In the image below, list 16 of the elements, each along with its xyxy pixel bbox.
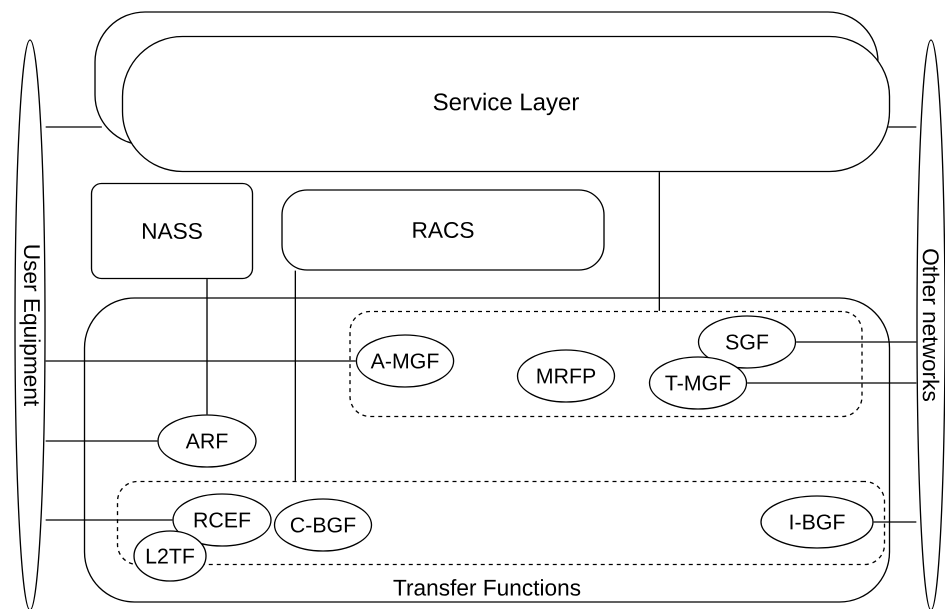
connector-line — [658, 172, 660, 311]
connector-line — [874, 521, 916, 523]
rounded-box: RACS — [281, 189, 605, 271]
connector-line — [747, 382, 916, 384]
connector-line — [294, 270, 296, 481]
dashed-group-outline — [116, 480, 886, 566]
connector-line — [796, 341, 916, 343]
layer-box: Service Layer — [94, 11, 890, 172]
connector-line — [46, 126, 102, 128]
connector-line — [46, 360, 356, 362]
rounded-box: NASS — [90, 182, 254, 280]
connector-line — [46, 519, 172, 521]
connector-line — [46, 440, 158, 442]
connector-line — [206, 279, 208, 414]
dashed-group-outline — [349, 310, 863, 418]
connector-line — [888, 126, 916, 128]
